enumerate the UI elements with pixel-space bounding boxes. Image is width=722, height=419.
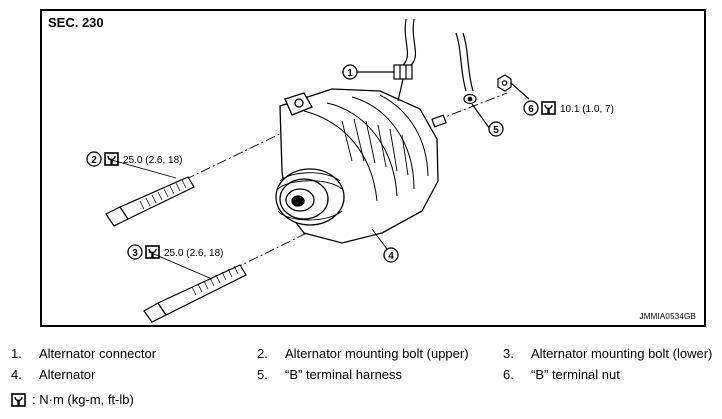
- callout-2-circle: [86, 151, 102, 167]
- callout-5-circle: [488, 121, 504, 137]
- torque-value-lower-bolt: 25.0 (2.6, 18): [164, 248, 223, 259]
- torque-wrench-icon: [104, 152, 119, 166]
- torque-value-upper-bolt: 25.0 (2.6, 18): [123, 155, 182, 166]
- document-code: JMMIA0534GB: [639, 312, 696, 321]
- torque-wrench-icon: [145, 245, 160, 259]
- b-terminal-harness: [455, 32, 491, 130]
- callout-3-number: 3: [132, 248, 138, 259]
- diagram-frame: SEC. 230: [40, 9, 706, 327]
- terminal-stud: [431, 114, 447, 128]
- torque-wrench-icon: [11, 392, 26, 407]
- callout-1-circle: [342, 64, 394, 80]
- section-label: SEC. 230: [48, 15, 104, 30]
- pulley: [275, 168, 345, 226]
- upper-bolt: [105, 176, 195, 227]
- callout-4-number: 4: [388, 251, 394, 262]
- connector-harness: [393, 18, 417, 102]
- unit-legend-text: : N·m (kg-m, ft-lb): [32, 392, 134, 407]
- callout-6-number: 6: [528, 104, 534, 115]
- callout-2-number: 2: [91, 155, 97, 166]
- unit-legend: : N·m (kg-m, ft-lb): [11, 392, 134, 407]
- lower-bolt: [143, 264, 247, 323]
- callout-4-circle: [383, 247, 399, 263]
- callout-6-circle: [523, 100, 539, 116]
- torque-wrench-icon: [541, 101, 556, 115]
- torque-value-terminal-nut: 10.1 (1.0, 7): [560, 104, 614, 115]
- exploded-view: 1 2 3 4 5 6 25.0 (2.6, 18) 25.0 (2.6, 18…: [86, 18, 614, 323]
- callout-1-number: 1: [347, 68, 353, 79]
- callout-5-number: 5: [493, 125, 499, 136]
- b-terminal-nut: [497, 74, 530, 100]
- callout-3-circle: [127, 244, 143, 260]
